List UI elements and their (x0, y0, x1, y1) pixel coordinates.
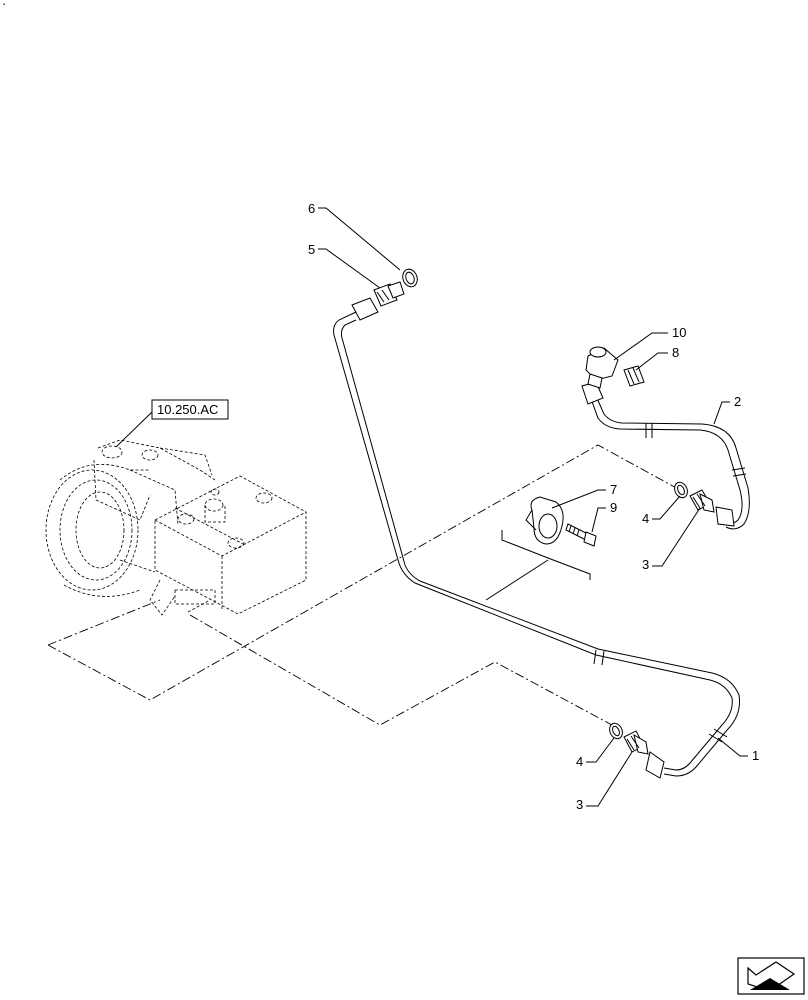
callout-9: 9 (610, 500, 617, 515)
adapter-3-lower (623, 730, 649, 755)
o-ring-6 (402, 268, 418, 288)
clamp-7 (525, 496, 564, 545)
connector-8 (623, 365, 645, 387)
tube-2 (581, 381, 750, 530)
callout-1: 1 (752, 748, 759, 763)
callout-7: 7 (610, 482, 617, 497)
callout-3-upper: 3 (642, 557, 649, 572)
callout-3-lower: 3 (576, 797, 583, 812)
corner-mark: · (2, 0, 6, 11)
callout-2: 2 (734, 394, 741, 409)
adapter-3-upper (689, 489, 715, 513)
elbow-fitting-10 (585, 346, 619, 389)
reference-box[interactable] (151, 399, 229, 420)
housing-assembly (45, 439, 307, 616)
callout-10: 10 (672, 325, 686, 340)
callout-4-upper: 4 (642, 511, 649, 526)
adapter-5 (373, 281, 405, 307)
screw-9 (565, 523, 597, 547)
callout-6: 6 (308, 201, 315, 216)
arrow-back-icon[interactable] (737, 957, 805, 995)
callout-4-lower: 4 (576, 754, 583, 769)
tube-1 (333, 297, 740, 779)
callout-8: 8 (672, 345, 679, 360)
reference-link[interactable]: 10.250.AC (115, 399, 229, 448)
callout-5: 5 (308, 242, 315, 257)
reference-box-label[interactable]: 10.250.AC (157, 402, 218, 417)
o-ring-4-upper (674, 481, 688, 499)
assembly-centerlines (47, 444, 681, 726)
clamp-position-indicator (485, 530, 591, 601)
